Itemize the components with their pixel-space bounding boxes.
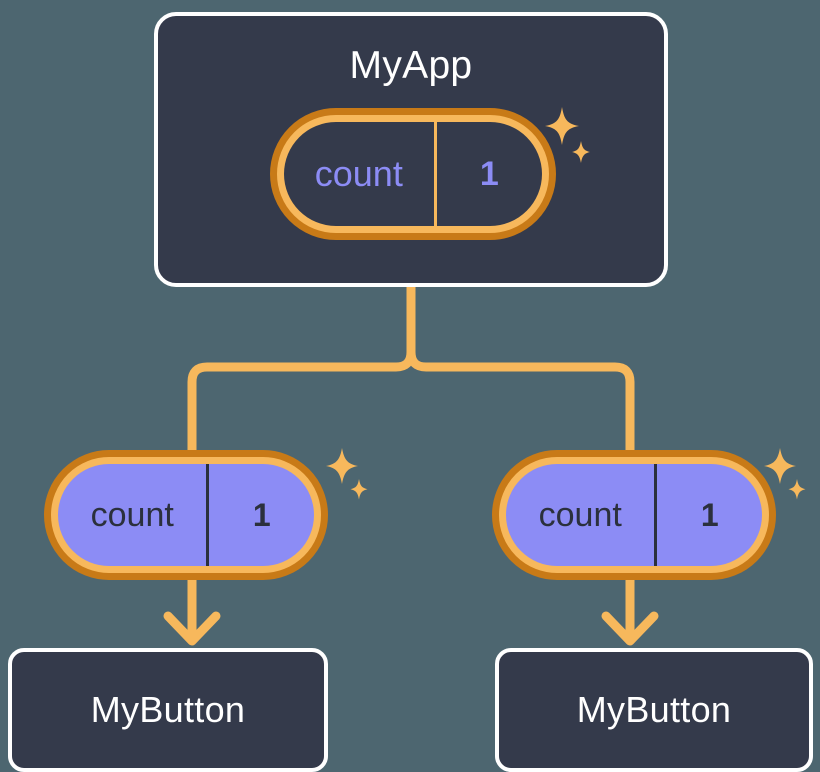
sparkle-four-point-large-child-0 xyxy=(326,448,368,500)
state-pill-child-0[interactable]: count 1 xyxy=(44,450,328,580)
state-pill-root-value: 1 xyxy=(479,155,499,193)
node-mybutton-0[interactable]: MyButton xyxy=(8,648,328,772)
state-pill-child-0-value-cell: 1 xyxy=(206,464,314,566)
state-pill-child-1-value: 1 xyxy=(700,497,719,533)
state-pill-child-0-key: count xyxy=(90,496,174,534)
arrow-down-icon-left xyxy=(163,611,221,646)
state-pill-child-1-value-cell: 1 xyxy=(654,464,762,566)
node-myapp-label: MyApp xyxy=(349,44,473,87)
state-pill-child-1[interactable]: count 1 xyxy=(492,450,776,580)
sparkle-four-point-large-child-1 xyxy=(764,448,806,500)
state-pill-root-key: count xyxy=(314,153,403,194)
state-pill-root[interactable]: count 1 xyxy=(270,108,556,240)
state-pill-root-value-cell: 1 xyxy=(433,122,542,226)
state-pill-child-0-key-cell: count xyxy=(58,464,206,566)
state-pill-child-1-key: count xyxy=(538,496,622,534)
sparkle-four-point-large-root xyxy=(545,107,590,163)
state-pill-root-key-cell: count xyxy=(284,122,434,226)
arrow-down-icon-right xyxy=(601,611,659,646)
node-mybutton-0-label: MyButton xyxy=(90,689,246,730)
state-pill-child-1-key-cell: count xyxy=(506,464,654,566)
state-pill-child-0-value: 1 xyxy=(252,497,271,533)
node-mybutton-1-label: MyButton xyxy=(576,689,732,730)
node-mybutton-1[interactable]: MyButton xyxy=(495,648,813,772)
